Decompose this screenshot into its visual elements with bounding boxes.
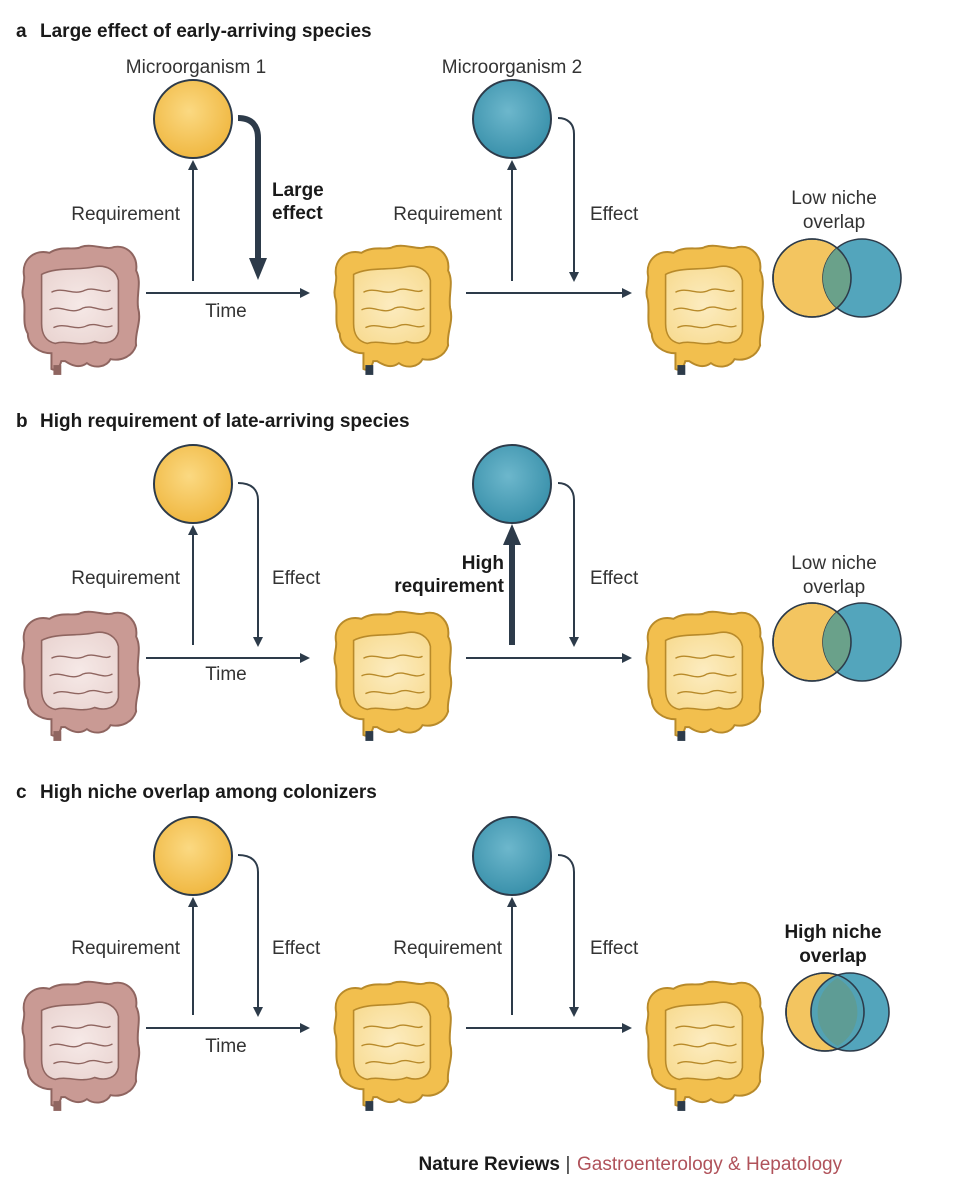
gut-colonized-2-icon [645, 244, 765, 376]
panel-c-title: High niche overlap among colonizers [40, 782, 377, 803]
footer-credit: Nature Reviews | Gastroenterology & Hepa… [418, 1154, 842, 1175]
requirement-2-label: Requirement [393, 938, 502, 959]
gut-colonized-1-icon [333, 244, 453, 376]
effect-1-arrow [237, 854, 263, 1017]
requirement-1-label: Requirement [71, 938, 180, 959]
microorganism-2-circle [472, 816, 552, 896]
gut-initial-icon [21, 610, 141, 742]
overlap-intersection [822, 612, 852, 672]
panel-a: a Large effect of early-arriving species… [16, 21, 902, 376]
microorganism-2-circle [472, 444, 552, 524]
effect-2-label: Effect [590, 204, 639, 225]
gut-initial-icon [21, 244, 141, 376]
effect-2-label: Effect [590, 938, 639, 959]
effect-2-label: Effect [590, 568, 639, 589]
effect-1-label: Effect [272, 568, 321, 589]
microorganism-1-circle [153, 816, 233, 896]
panel-a-letter: a [16, 21, 27, 42]
gut-colonized-1-icon [333, 610, 453, 742]
footer-subtitle: Gastroenterology & Hepatology [577, 1154, 843, 1175]
microorganism-1-label: Microorganism 1 [126, 57, 266, 78]
panel-c: c High niche overlap among colonizers Ti… [16, 782, 890, 1112]
overlap-label-line1: Low niche [791, 188, 877, 209]
overlap-label-line2: overlap [803, 577, 865, 598]
requirement-2-arrowhead [503, 524, 521, 545]
panel-b-letter: b [16, 411, 28, 432]
time-label: Time [205, 1036, 247, 1057]
footer-journal: Nature Reviews [418, 1154, 560, 1175]
overlap-label-line1: Low niche [791, 553, 877, 574]
overlap-circle-yellow-outline [772, 238, 852, 318]
panel-b-title: High requirement of late-arriving specie… [40, 411, 410, 432]
effect-1-label-line2: effect [272, 203, 323, 224]
requirement-2-label-line2: requirement [394, 576, 504, 597]
overlap-circle-yellow-outline [785, 972, 865, 1052]
requirement-1-label: Requirement [71, 568, 180, 589]
microorganism-1-circle [153, 79, 233, 159]
effect-2-arrow [557, 854, 579, 1017]
overlap-intersection [817, 978, 858, 1046]
overlap-label-line1: High niche [784, 922, 881, 943]
microorganism-2-circle [472, 79, 552, 159]
panel-a-title: Large effect of early-arriving species [40, 21, 372, 42]
time-label: Time [205, 664, 247, 685]
overlap-label-line2: overlap [803, 212, 865, 233]
time-label: Time [205, 301, 247, 322]
effect-2-arrow [557, 117, 579, 282]
requirement-1-label: Requirement [71, 204, 180, 225]
gut-colonized-2-icon [645, 980, 765, 1112]
microorganism-2-label: Microorganism 2 [442, 57, 582, 78]
gut-colonized-2-icon [645, 610, 765, 742]
effect-2-arrow [557, 482, 579, 647]
overlap-circle-yellow-outline [772, 602, 852, 682]
microorganism-1-circle [153, 444, 233, 524]
effect-1-arrow-bold [237, 115, 261, 262]
overlap-intersection [822, 248, 852, 308]
effect-1-arrowhead [249, 258, 267, 280]
gut-colonized-1-icon [333, 980, 453, 1112]
panel-c-letter: c [16, 782, 27, 803]
effect-1-arrow [237, 482, 263, 647]
requirement-2-label-line1: High [462, 553, 504, 574]
overlap-label-line2: overlap [799, 946, 867, 967]
footer-separator: | [566, 1154, 571, 1175]
requirement-2-label: Requirement [393, 204, 502, 225]
effect-1-label: Effect [272, 938, 321, 959]
effect-1-label-line1: Large [272, 180, 324, 201]
gut-initial-icon [21, 980, 141, 1112]
panel-b: b High requirement of late-arriving spec… [16, 411, 902, 742]
